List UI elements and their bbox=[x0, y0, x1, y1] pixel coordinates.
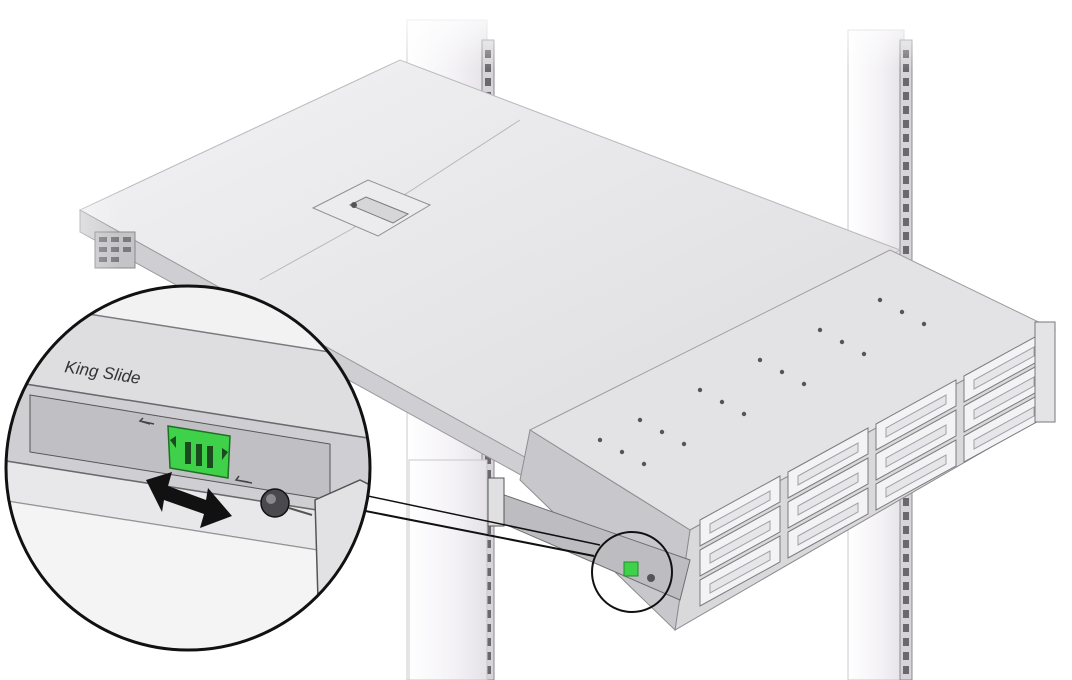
rack-hole bbox=[903, 638, 909, 646]
left-arrow-icon bbox=[138, 417, 155, 425]
double-headed-arrow-icon bbox=[146, 472, 232, 528]
drive-bay bbox=[699, 505, 781, 577]
left-arrow-icon-2 bbox=[234, 475, 253, 484]
drive-bay bbox=[787, 427, 869, 499]
vent-dot bbox=[681, 441, 687, 447]
vent-dot bbox=[619, 449, 625, 455]
vent-dot bbox=[637, 417, 643, 423]
vent-dot bbox=[899, 309, 905, 315]
rack-hole bbox=[485, 582, 491, 590]
vent-dot bbox=[861, 351, 867, 357]
rack-hole bbox=[903, 554, 909, 562]
vent-dot bbox=[817, 327, 823, 333]
rack-hole bbox=[903, 666, 909, 674]
vent-dot bbox=[921, 321, 927, 327]
rack-hole bbox=[485, 456, 491, 464]
vent-dot bbox=[719, 399, 725, 405]
vent-dot bbox=[741, 411, 747, 417]
rack-hole bbox=[903, 134, 909, 142]
rack-hole bbox=[903, 596, 909, 604]
vent-dot bbox=[839, 339, 845, 345]
rack-hole bbox=[485, 652, 491, 660]
callout-leader-line bbox=[339, 505, 595, 557]
server-chassis bbox=[78, 59, 1057, 632]
vent-dot bbox=[697, 387, 703, 393]
rack-hole bbox=[903, 526, 909, 534]
rack-hole bbox=[903, 568, 909, 576]
drive-bay bbox=[875, 379, 957, 451]
drive-bay bbox=[787, 487, 869, 559]
rack-hole bbox=[903, 148, 909, 156]
vent-dot bbox=[659, 429, 665, 435]
rack-hole bbox=[903, 610, 909, 618]
rack-hole bbox=[485, 638, 491, 646]
drive-bay bbox=[787, 457, 869, 529]
rack-hole bbox=[903, 624, 909, 632]
rack-hole bbox=[485, 610, 491, 618]
rack-hole bbox=[485, 596, 491, 604]
rack-hole bbox=[903, 162, 909, 170]
green-release-tab-small-icon bbox=[623, 561, 639, 577]
vent-dot bbox=[779, 369, 785, 375]
green-release-tab-icon bbox=[167, 425, 231, 479]
rack-hole bbox=[903, 512, 909, 520]
rack-hole bbox=[485, 568, 491, 576]
drive-bay bbox=[699, 475, 781, 547]
rack-hole bbox=[903, 540, 909, 548]
rack-hole bbox=[485, 78, 491, 86]
front-rack-post bbox=[408, 459, 488, 680]
detail-target-circle bbox=[591, 531, 673, 613]
drive-bay bbox=[963, 331, 1045, 403]
rack-hole bbox=[903, 106, 909, 114]
rack-hole bbox=[485, 554, 491, 562]
vent-dot bbox=[597, 437, 603, 443]
rack-hole bbox=[903, 652, 909, 660]
drive-bay bbox=[699, 535, 781, 607]
rack-hole bbox=[903, 92, 909, 100]
drive-bay bbox=[875, 409, 957, 481]
rack-hole bbox=[485, 666, 491, 674]
vent-dot bbox=[801, 381, 807, 387]
vent-dot bbox=[877, 297, 883, 303]
rack-hole bbox=[903, 190, 909, 198]
rack-hole bbox=[485, 470, 491, 478]
rack-hole bbox=[485, 540, 491, 548]
rack-hole bbox=[903, 218, 909, 226]
rack-hole bbox=[903, 204, 909, 212]
rack-hole bbox=[485, 526, 491, 534]
rack-hole bbox=[903, 232, 909, 240]
rack-hole bbox=[903, 498, 909, 506]
vent-dot bbox=[757, 357, 763, 363]
thumbscrew-icon bbox=[260, 488, 313, 518]
rack-hole bbox=[903, 176, 909, 184]
rack-hole bbox=[903, 120, 909, 128]
drive-bay bbox=[963, 391, 1045, 463]
rack-hole bbox=[903, 246, 909, 254]
rack-hole bbox=[903, 582, 909, 590]
rack-hole bbox=[485, 624, 491, 632]
vent-dot bbox=[641, 461, 647, 467]
drive-bay bbox=[963, 361, 1045, 433]
drive-bay bbox=[875, 439, 957, 511]
rack-hole bbox=[903, 78, 909, 86]
